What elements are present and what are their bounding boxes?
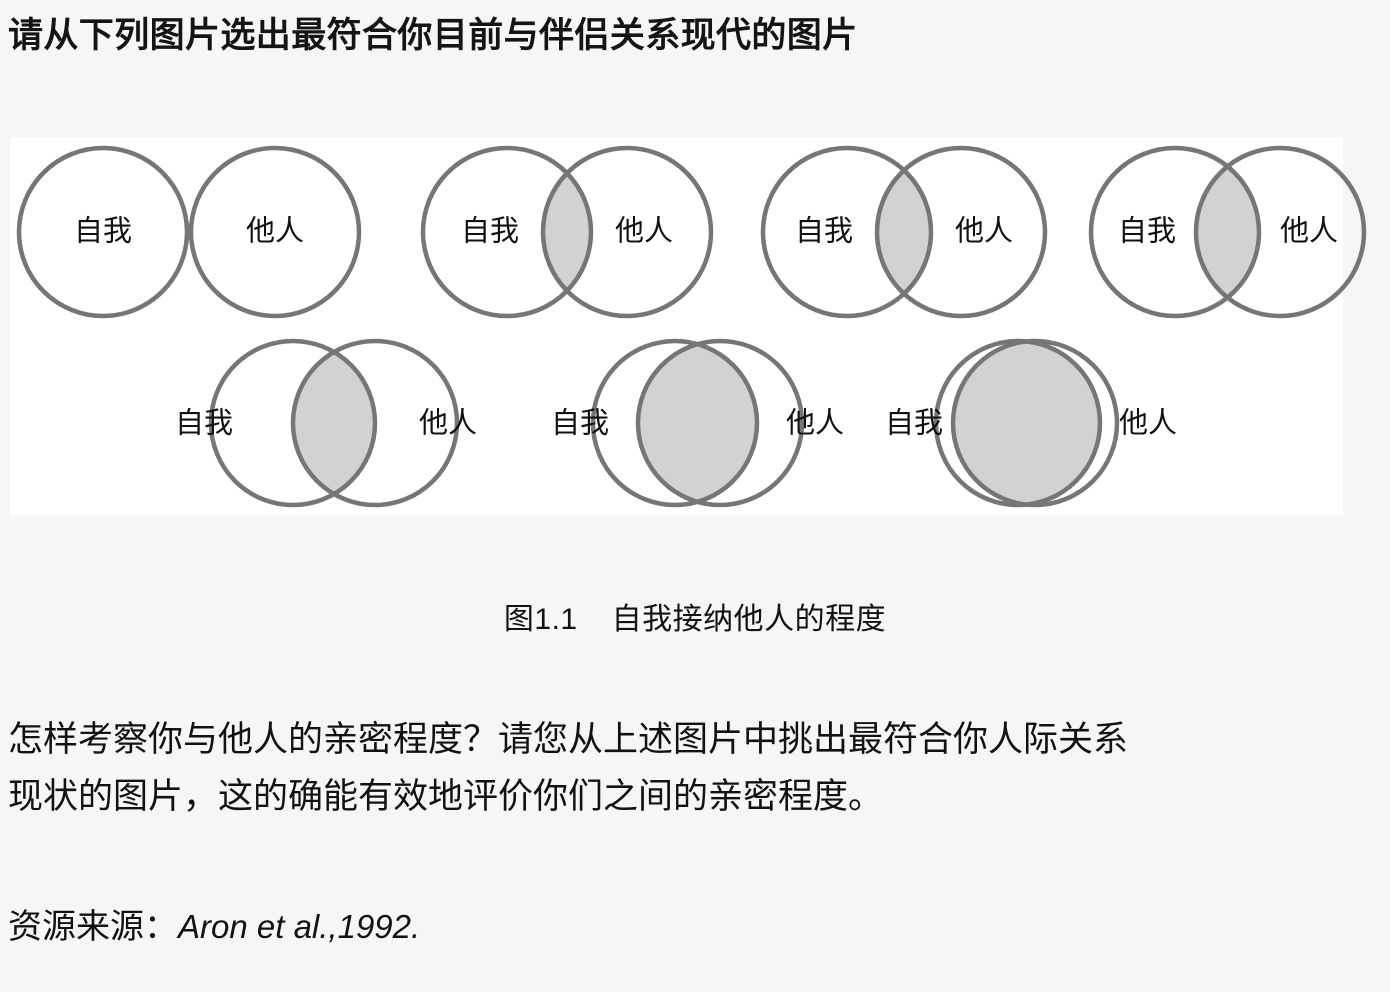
venn-label-other-2: 他人 <box>615 215 673 248</box>
figure-caption-number: 图1.1 <box>503 603 578 636</box>
venn-label-other-7: 他人 <box>1119 407 1177 440</box>
circle-self-6 <box>590 338 760 508</box>
venn-pair-3[interactable]: 自我 他人 <box>760 143 1048 321</box>
venn-diagram-5: 自我 他人 <box>175 338 477 508</box>
venn-pair-2[interactable]: 自我 他人 <box>420 143 714 321</box>
venn-label-other-3: 他人 <box>955 215 1013 248</box>
circle-other-7 <box>950 338 1120 508</box>
venn-label-self-6: 自我 <box>551 407 609 440</box>
venn-diagram-1: 自我 他人 <box>16 145 362 319</box>
overlap-lens-6 <box>638 341 757 505</box>
venn-pair-5[interactable]: 自我 他人 <box>160 337 490 509</box>
venn-figure-panel: 自我 他人 自我 他人 <box>10 137 1367 515</box>
body-line-2: 现状的图片，这的确能有效地评价你们之间的亲密程度。 <box>8 776 884 816</box>
source-line: 资源来源：Aron et al.,1992. <box>8 899 420 948</box>
venn-diagram-2: 自我 他人 <box>420 145 714 319</box>
venn-label-other-6: 他人 <box>786 407 844 440</box>
venn-pair-7[interactable]: 自我 他人 <box>868 337 1194 509</box>
body-paragraph: 怎样考察你与他人的亲密程度？请您从上述图片中挑出最符合你人际关系 现状的图片，这… <box>8 712 1376 825</box>
venn-label-other-4: 他人 <box>1280 215 1338 248</box>
overlap-lens-4 <box>1196 148 1259 316</box>
venn-label-self-5: 自我 <box>175 407 233 440</box>
venn-label-self-7: 自我 <box>885 407 943 440</box>
venn-pair-1[interactable]: 自我 他人 <box>16 143 364 321</box>
venn-label-self-3: 自我 <box>795 215 853 248</box>
overlap-lens-5 <box>293 341 375 505</box>
venn-pair-6[interactable]: 自我 他人 <box>538 337 856 509</box>
circle-other-1 <box>188 145 362 319</box>
source-reference: Aron et al.,1992. <box>178 908 421 945</box>
page-title: 请从下列图片选出最符合你目前与伴侣关系现代的图片 <box>8 16 858 55</box>
venn-diagram-7: 自我 他人 <box>885 338 1177 508</box>
venn-label-self-1: 自我 <box>74 215 132 248</box>
venn-pair-4[interactable]: 自我 他人 <box>1088 143 1368 321</box>
venn-row-2: 自我 他人 自我 他人 <box>10 337 1343 509</box>
venn-diagram-6: 自我 他人 <box>551 338 844 508</box>
venn-diagram-3: 自我 他人 <box>760 145 1048 319</box>
venn-label-self-2: 自我 <box>461 215 519 248</box>
figure-caption: 图1.1 自我接纳他人的程度 <box>0 594 1390 638</box>
circle-self-3 <box>760 145 934 319</box>
circle-self-2 <box>420 145 594 319</box>
venn-label-self-4: 自我 <box>1118 215 1176 248</box>
circle-other-6 <box>635 338 805 508</box>
circle-other-2 <box>540 145 714 319</box>
circle-other-3 <box>874 145 1048 319</box>
circle-self-1 <box>16 145 190 319</box>
figure-caption-text: 自我接纳他人的程度 <box>611 603 887 636</box>
venn-row-1: 自我 他人 自我 他人 <box>10 143 1367 321</box>
overlap-lens-7 <box>953 341 1100 505</box>
venn-diagram-4: 自我 他人 <box>1088 145 1367 319</box>
venn-label-other-1: 他人 <box>246 215 304 248</box>
source-label: 资源来源： <box>8 909 178 946</box>
body-line-1: 怎样考察你与他人的亲密程度？请您从上述图片中挑出最符合你人际关系 <box>8 720 1129 759</box>
venn-label-other-5: 他人 <box>419 407 477 440</box>
circle-self-4 <box>1088 145 1262 319</box>
circle-other-5 <box>290 338 460 508</box>
circle-other-4 <box>1193 145 1367 319</box>
circle-self-5 <box>208 338 378 508</box>
